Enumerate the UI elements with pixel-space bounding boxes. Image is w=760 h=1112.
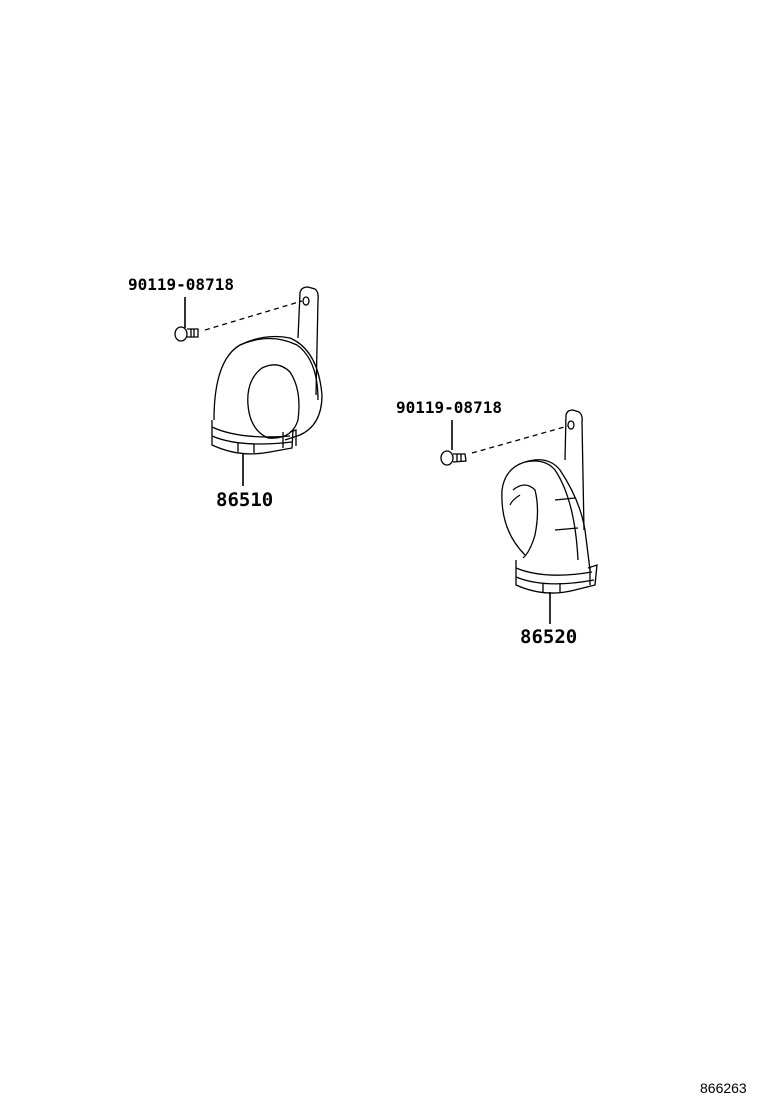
figure-id: 866263 <box>700 1080 747 1096</box>
bolt-icon <box>440 450 467 466</box>
horn-body <box>501 459 598 594</box>
horn-part-number-label[interactable]: 86520 <box>520 626 578 648</box>
bracket <box>564 409 585 531</box>
bolt-icon <box>174 326 199 342</box>
bracket <box>297 286 319 396</box>
bolt-part-number-label[interactable]: 90119-08718 <box>128 275 234 294</box>
mounting-dashed-line <box>204 300 303 331</box>
horn-86520-drawing <box>440 409 598 624</box>
horn-part-number-label[interactable]: 86510 <box>216 489 274 511</box>
horn-body <box>211 335 323 455</box>
horn-86510-drawing <box>174 286 323 486</box>
bolt-part-number-label[interactable]: 90119-08718 <box>396 398 502 417</box>
mounting-dashed-line <box>471 425 569 454</box>
